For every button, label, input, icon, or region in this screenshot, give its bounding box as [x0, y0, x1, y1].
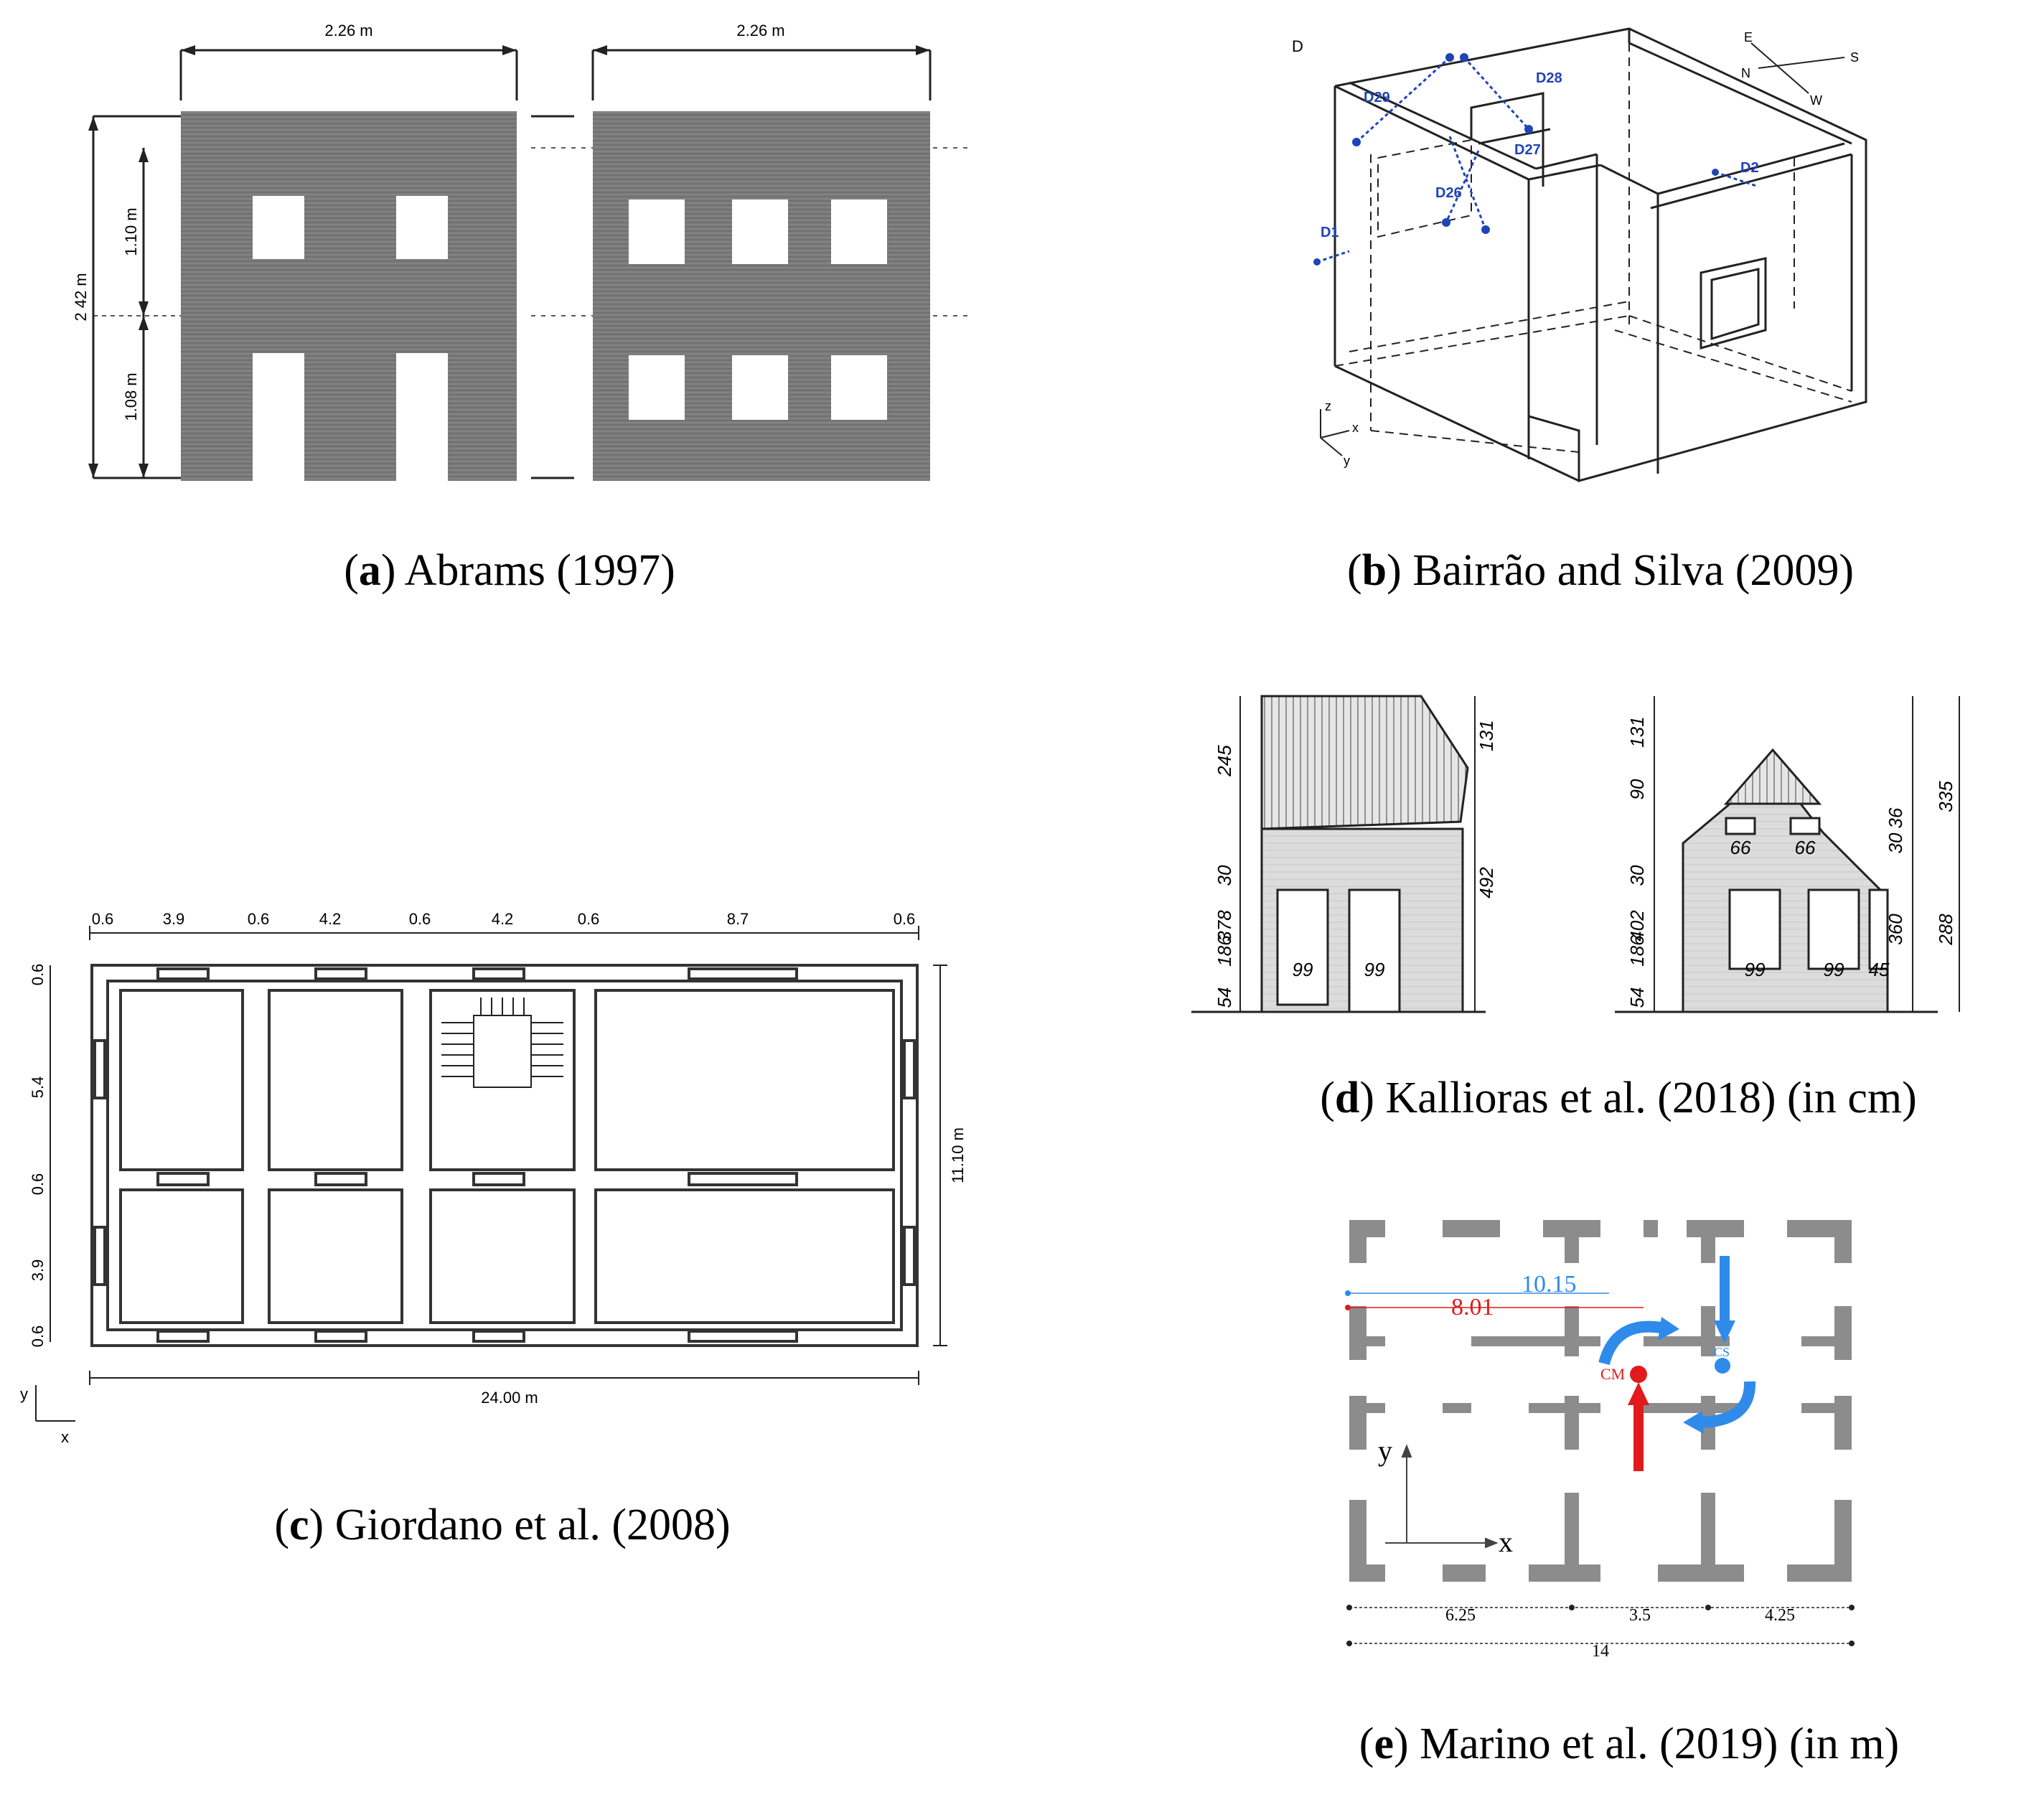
sensor-d2: D2 — [1740, 160, 1759, 176]
dim-right: 335 — [1935, 781, 1956, 812]
axis-x: x — [1352, 421, 1359, 435]
panel-e-plan: 10.15 8.01 CM CS y x 6.25 3.5 4.25 14 — [1345, 1220, 1855, 1661]
window-width: 99 — [1293, 959, 1313, 980]
sensor-d1: D1 — [1321, 225, 1339, 240]
compass-w: W — [1810, 93, 1822, 108]
panel-d-elevations: 245 378 30 186 54 131 492 99 99 131 90 4… — [1191, 695, 1960, 1013]
axis-x: x — [61, 1428, 69, 1446]
sensor-d29: D29 — [1364, 90, 1390, 105]
panel-b-3d-model: D29 D28 D27 D26 D1 D2 D E S N W z x y — [1292, 27, 1867, 482]
dim-right: 288 — [1935, 914, 1956, 946]
corner-mark: D — [1292, 37, 1303, 55]
dim-left: 30 — [1626, 865, 1648, 886]
top-dim: 0.6 — [894, 910, 916, 928]
wall-elevation-right — [593, 111, 930, 481]
window-width: 66 — [1795, 837, 1816, 858]
left-dim: 0.6 — [29, 1326, 47, 1348]
rotation-arrow-cm — [1598, 1317, 1679, 1366]
panel-c-floor-plan: 0.6 3.9 0.6 4.2 0.6 4.2 0.6 8.7 0.6 0.6 … — [20, 910, 967, 1446]
dim-right: 360 — [1885, 914, 1906, 945]
window-width: 99 — [1824, 959, 1844, 980]
compass-e: E — [1744, 30, 1753, 44]
dim-height-total: 2 42 m — [72, 273, 90, 321]
dim-left: 30 — [1214, 865, 1235, 886]
dim-width-left: 2.26 m — [324, 22, 372, 39]
dim-left: 186 — [1626, 935, 1648, 967]
caption-d: (d) Kallioras et al. (2018) (in cm) — [1320, 1074, 1917, 1122]
left-dim: 3.9 — [29, 1259, 47, 1282]
left-dim: 0.6 — [29, 1173, 47, 1196]
sensor-d26: D26 — [1435, 185, 1462, 201]
caption-c: (c) Giordano et al. (2008) — [274, 1501, 731, 1549]
left-dim: 5.4 — [29, 1076, 47, 1099]
total-length: 24.00 m — [481, 1389, 538, 1407]
panel-a-elevations: 2.26 m 2.26 m 2 42 m 1.10 m 1.08 m — [72, 22, 969, 481]
staircase-icon — [441, 998, 563, 1088]
label-cs: CS — [1714, 1345, 1730, 1359]
bottom-dim: 6.25 — [1445, 1606, 1476, 1625]
top-dim: 8.7 — [727, 910, 749, 928]
dim-left: 186 — [1214, 935, 1235, 967]
compass-icon — [1750, 42, 1845, 94]
window-width: 99 — [1745, 959, 1766, 980]
bottom-dim: 4.25 — [1765, 1606, 1795, 1625]
caption-b: (b) Bairrão and Silva (2009) — [1347, 546, 1854, 595]
axes-icon — [35, 1385, 75, 1422]
force-arrow-red — [1628, 1382, 1649, 1471]
dim-right: 30 — [1885, 832, 1906, 853]
sensor-d27: D27 — [1514, 142, 1541, 158]
cs-marker — [1715, 1358, 1730, 1374]
window-width: 45 — [1869, 959, 1890, 980]
dim-left: 402 — [1626, 910, 1648, 942]
top-dim: 4.2 — [492, 910, 514, 928]
dim-right: 131 — [1476, 720, 1497, 751]
dim-left: 245 — [1214, 745, 1235, 777]
top-dim: 4.2 — [319, 910, 342, 928]
axes-icon — [1320, 409, 1350, 456]
total-dim: 14 — [1592, 1642, 1609, 1661]
window-width: 99 — [1364, 959, 1385, 980]
caption-e: (e) Marino et al. (2019) (in m) — [1359, 1719, 1900, 1768]
total-width: 11.10 m — [949, 1127, 967, 1183]
axes-icon — [1385, 1444, 1499, 1549]
cm-marker — [1630, 1366, 1647, 1383]
dist-red: 8.01 — [1451, 1294, 1494, 1320]
dim-right: 36 — [1885, 807, 1906, 828]
bottom-dim: 3.5 — [1629, 1606, 1651, 1625]
dist-blue: 10.15 — [1522, 1271, 1577, 1298]
rotation-arrow-cs — [1683, 1381, 1756, 1434]
axis-y: y — [1344, 454, 1350, 468]
compass-s: S — [1850, 50, 1859, 65]
axis-y: y — [1378, 1435, 1392, 1467]
wall-elevation-left — [181, 111, 517, 481]
caption-a: (a) Abrams (1997) — [344, 546, 675, 595]
label-cm: CM — [1600, 1365, 1625, 1383]
axis-y: y — [20, 1385, 28, 1403]
axis-x: x — [1499, 1526, 1513, 1558]
dim-left: 378 — [1214, 910, 1235, 942]
axis-z: z — [1325, 399, 1331, 413]
dim-left: 54 — [1214, 987, 1235, 1008]
dim-left: 54 — [1626, 987, 1648, 1008]
top-dim: 3.9 — [163, 910, 185, 928]
left-dim: 0.6 — [29, 964, 47, 986]
top-dim: 0.6 — [578, 910, 600, 928]
top-dim: 0.6 — [409, 910, 431, 928]
window-opening — [1700, 257, 1767, 349]
top-dim: 0.6 — [248, 910, 270, 928]
window-width: 66 — [1730, 837, 1751, 858]
dim-height-upper: 1.10 m — [122, 207, 140, 255]
dim-right: 492 — [1476, 867, 1497, 898]
top-dim: 0.6 — [92, 910, 114, 928]
dim-height-lower: 1.08 m — [122, 372, 140, 421]
dim-left: 90 — [1626, 779, 1648, 799]
sensor-d28: D28 — [1536, 70, 1562, 86]
dim-left: 131 — [1626, 716, 1648, 747]
dim-width-right: 2.26 m — [736, 22, 784, 39]
force-arrow-blue — [1714, 1256, 1735, 1343]
compass-n: N — [1741, 66, 1750, 80]
